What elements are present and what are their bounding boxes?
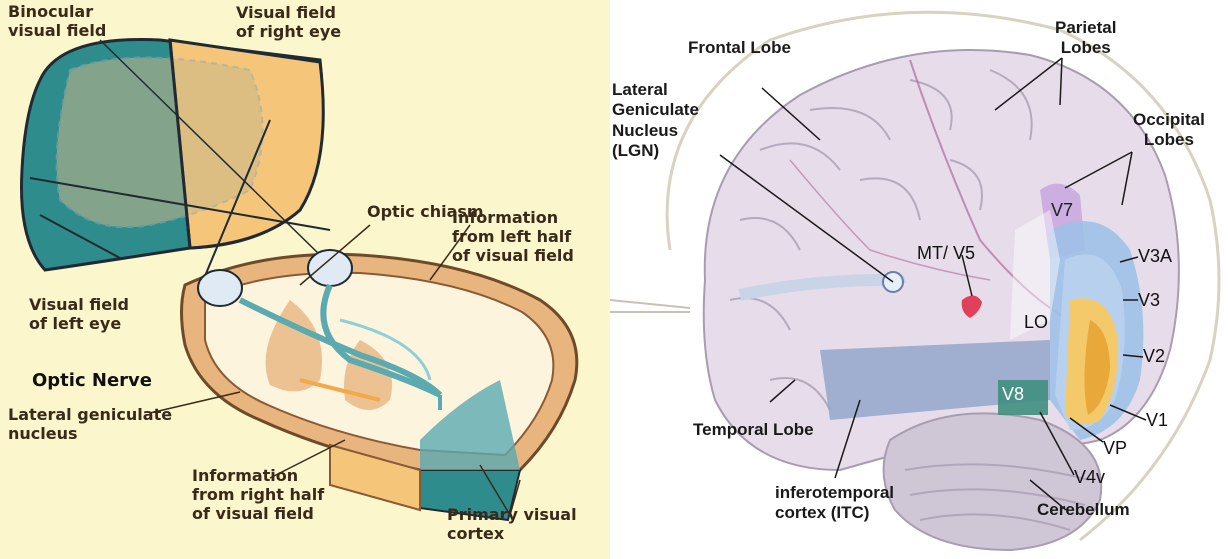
parietal-lobes-label: Parietal Lobes — [1055, 18, 1116, 59]
info-left-line-2: from left half — [452, 227, 574, 246]
occipital-line-1: Occipital — [1133, 110, 1205, 130]
temporal-lobe-label: Temporal Lobe — [693, 420, 814, 440]
area-lo-label: LO — [1024, 312, 1048, 334]
area-v1-label: V1 — [1146, 410, 1168, 432]
area-v4v-label: V4v — [1074, 467, 1105, 489]
lgn-label-right: Lateral Geniculate Nucleus (LGN) — [612, 80, 699, 162]
primary-cortex-line-2: cortex — [447, 524, 577, 543]
frontal-lobe-label: Frontal Lobe — [688, 38, 791, 58]
left-eye-line-2: of left eye — [29, 314, 129, 333]
itc-line-2: cortex (ITC) — [775, 503, 894, 523]
right-eye-label: Visual field of right eye — [236, 3, 341, 41]
binocular-line-1: Binocular — [8, 2, 106, 21]
area-v3-label: V3 — [1138, 290, 1160, 312]
area-v8-label: V8 — [1002, 384, 1024, 406]
parietal-line-1: Parietal — [1055, 18, 1116, 38]
info-right-line-3: of visual field — [192, 504, 324, 523]
lgn-left-line-2: nucleus — [8, 424, 172, 443]
info-left-line-1: Information — [452, 208, 574, 227]
info-right-line-1: Information — [192, 466, 324, 485]
info-right-line-2: from right half — [192, 485, 324, 504]
parietal-line-2: Lobes — [1055, 38, 1116, 58]
area-v3a-label: V3A — [1138, 246, 1172, 268]
itc-label: inferotemporal cortex (ITC) — [775, 483, 894, 524]
left-eye-line-1: Visual field — [29, 295, 129, 314]
binocular-label: Binocular visual field — [8, 2, 106, 40]
occipital-line-2: Lobes — [1133, 130, 1205, 150]
right-eye-line-1: Visual field — [236, 3, 341, 22]
lgn-right-line-3: Nucleus — [612, 121, 699, 141]
optic-nerve-label: Optic Nerve — [32, 370, 152, 392]
visual-field-ellipse — [21, 40, 330, 289]
area-v7-label: V7 — [1051, 200, 1073, 222]
lgn-right-line-1: Lateral — [612, 80, 699, 100]
left-eye-label: Visual field of left eye — [29, 295, 129, 333]
visual-pathway-diagram: Binocular visual field Visual field of r… — [0, 0, 610, 559]
area-vp-label: VP — [1103, 438, 1127, 460]
info-left-label: Information from left half of visual fie… — [452, 208, 574, 266]
binocular-line-2: visual field — [8, 21, 106, 40]
itc-line-1: inferotemporal — [775, 483, 894, 503]
lgn-right-line-2: Geniculate — [612, 100, 699, 120]
primary-cortex-line-1: Primary visual — [447, 505, 577, 524]
lgn-left-line-1: Lateral geniculate — [8, 405, 172, 424]
right-eye-line-2: of right eye — [236, 22, 341, 41]
info-right-label: Information from right half of visual fi… — [192, 466, 324, 524]
area-v2-label: V2 — [1143, 346, 1165, 368]
info-left-line-3: of visual field — [452, 246, 574, 265]
occipital-lobes-label: Occipital Lobes — [1133, 110, 1205, 151]
brain-illustration — [610, 0, 1228, 559]
lgn-label-left: Lateral geniculate nucleus — [8, 405, 172, 443]
lgn-right-line-4: (LGN) — [612, 141, 699, 161]
area-mt-v5-label: MT/ V5 — [917, 243, 975, 265]
brain-visual-areas-diagram: Frontal Lobe Parietal Lobes Occipital Lo… — [610, 0, 1228, 559]
primary-cortex-label: Primary visual cortex — [447, 505, 577, 543]
cerebellum-label: Cerebellum — [1037, 500, 1130, 520]
